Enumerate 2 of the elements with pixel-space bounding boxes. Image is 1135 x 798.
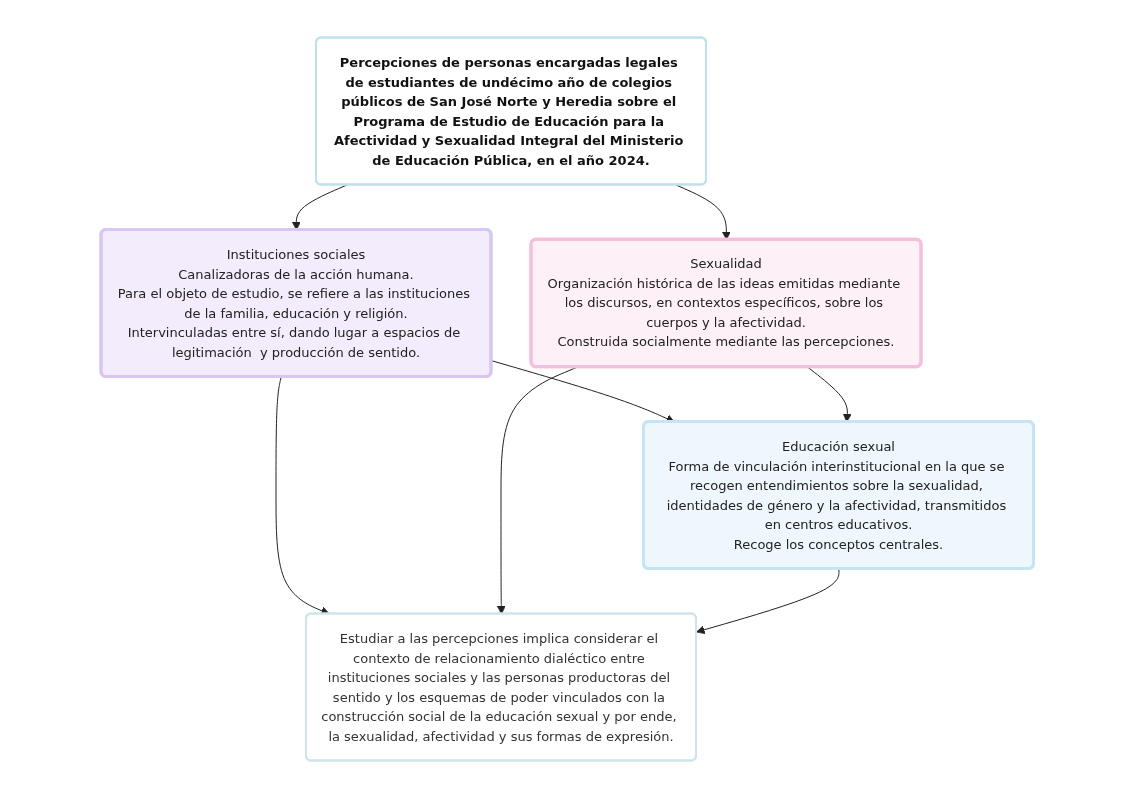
arrow bbox=[696, 568, 840, 635]
arrow bbox=[275, 376, 330, 615]
